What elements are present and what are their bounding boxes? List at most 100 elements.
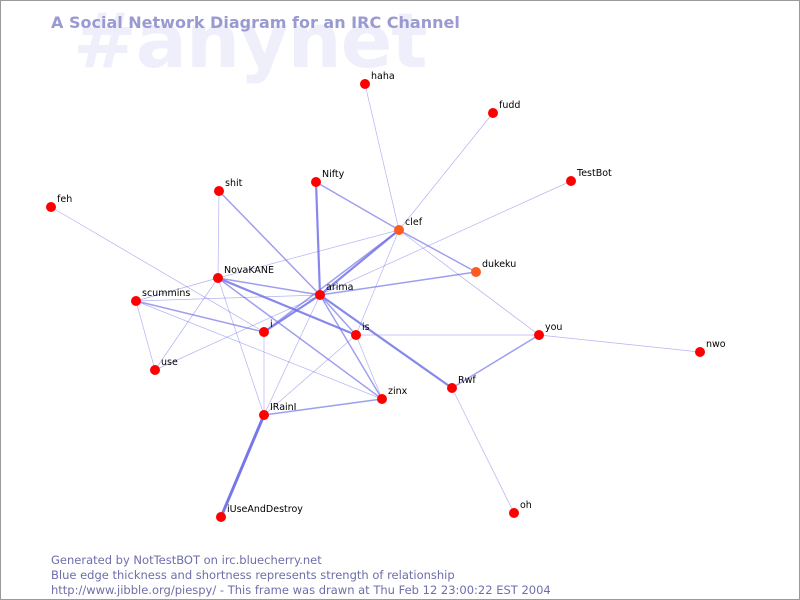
- node-dot-nwo: [695, 347, 705, 357]
- node-label-haha: haha: [371, 71, 395, 82]
- edge-NovaKANE-IRainI: [217, 277, 265, 416]
- node-label-clef: clef: [405, 217, 423, 228]
- node-dot-feh: [46, 202, 56, 212]
- node-dot-haha: [360, 79, 370, 89]
- edge-scummins-i: [135, 300, 265, 333]
- node-Nifty: Nifty: [311, 169, 345, 187]
- node-dot-iUseAndDestroy: [216, 512, 226, 522]
- footer-generated-by: Generated by NotTestBOT on irc.bluecherr…: [51, 553, 322, 567]
- node-you: you: [534, 322, 562, 340]
- node-i: i: [259, 319, 273, 337]
- edge-scummins-use: [135, 300, 156, 371]
- node-label-NovaKANE: NovaKANE: [224, 265, 274, 276]
- node-dot-clef: [394, 225, 404, 235]
- node-label-oh: oh: [520, 500, 532, 511]
- diagram-title: A Social Network Diagram for an IRC Chan…: [51, 13, 460, 32]
- edge-is-IRainI: [263, 334, 357, 416]
- node-NovaKANE: NovaKANE: [213, 265, 274, 283]
- node-dot-zinx: [377, 394, 387, 404]
- footer-legend-note: Blue edge thickness and shortness repres…: [51, 568, 455, 582]
- node-dot-fudd: [488, 108, 498, 118]
- edge-arima-Rwf: [318, 293, 454, 390]
- node-label-TestBot: TestBot: [576, 168, 612, 179]
- node-dot-Rwf: [447, 383, 457, 393]
- node-iUseAndDestroy: iUseAndDestroy: [216, 504, 303, 522]
- node-dot-you: [534, 330, 544, 340]
- edge-clef-is: [355, 229, 400, 336]
- node-label-is: is: [362, 322, 370, 333]
- node-label-fudd: fudd: [499, 100, 520, 111]
- edge-you-Rwf: [451, 334, 540, 389]
- node-dot-shit: [214, 186, 224, 196]
- node-dot-dukeku: [471, 267, 481, 277]
- node-Rwf: Rwf: [447, 375, 476, 393]
- node-label-i: i: [270, 319, 273, 330]
- node-fudd: fudd: [488, 100, 520, 118]
- node-dot-TestBot: [566, 176, 576, 186]
- node-dot-oh: [509, 508, 519, 518]
- node-label-iUseAndDestroy: iUseAndDestroy: [227, 504, 303, 515]
- node-label-feh: feh: [57, 194, 72, 205]
- edge-fudd-clef: [398, 112, 494, 231]
- edge-dukeku-arima: [319, 271, 477, 296]
- node-label-scummins: scummins: [142, 288, 190, 299]
- node-IRainI: IRainI: [259, 402, 296, 420]
- node-haha: haha: [360, 71, 395, 89]
- node-shit: shit: [214, 178, 243, 196]
- node-arima: arima: [315, 282, 353, 300]
- node-label-Rwf: Rwf: [458, 375, 476, 386]
- edge-arima-scummins: [135, 294, 321, 302]
- edge-IRainI-zinx: [263, 398, 383, 416]
- edge-clef-i: [263, 229, 400, 333]
- edge-NovaKANE-arima: [217, 277, 321, 296]
- edge-feh-i: [50, 206, 265, 333]
- node-dot-IRainI: [259, 410, 269, 420]
- node-dot-NovaKANE: [213, 273, 223, 283]
- edge-scummins-zinx: [135, 300, 383, 400]
- edge-arima-is: [319, 294, 357, 336]
- node-clef: clef: [394, 217, 423, 235]
- node-label-Nifty: Nifty: [322, 169, 345, 180]
- node-label-arima: arima: [326, 282, 353, 293]
- edge-clef-NovaKANE: [217, 229, 400, 279]
- edge-shit-arima: [218, 190, 321, 296]
- edge-Nifty-arima: [314, 180, 322, 297]
- edge-Rwf-oh: [451, 387, 515, 514]
- node-dot-is: [351, 330, 361, 340]
- edge-you-nwo: [538, 334, 701, 353]
- edge-NovaKANE-scummins: [135, 277, 219, 302]
- node-label-nwo: nwo: [706, 339, 726, 350]
- edge-clef-you: [398, 229, 540, 336]
- node-label-use: use: [161, 357, 178, 368]
- footer-info: Generated by NotTestBOT on irc.bluecherr…: [51, 553, 551, 598]
- footer-url-timestamp: http://www.jibble.org/piespy/ - This fra…: [51, 583, 551, 597]
- edge-clef-dukeku: [398, 229, 477, 273]
- node-feh: feh: [46, 194, 72, 212]
- edge-NovaKANE-is: [216, 276, 358, 337]
- node-dot-arima: [315, 290, 325, 300]
- edge-TestBot-arima: [319, 180, 572, 296]
- edge-arima-i: [262, 293, 322, 334]
- node-label-you: you: [545, 322, 562, 333]
- node-label-zinx: zinx: [388, 386, 408, 397]
- node-scummins: scummins: [131, 288, 190, 306]
- edge-arima-IRainI: [263, 294, 321, 416]
- node-label-dukeku: dukeku: [482, 259, 516, 270]
- edge-Nifty-clef: [315, 181, 400, 231]
- node-label-shit: shit: [225, 178, 243, 189]
- edge-is-zinx: [355, 334, 383, 400]
- node-use: use: [150, 357, 178, 375]
- channel-watermark: #anynet: [73, 0, 428, 85]
- edge-haha-clef: [364, 83, 400, 231]
- edge-layer: [50, 83, 701, 519]
- node-dot-use: [150, 365, 160, 375]
- node-TestBot: TestBot: [566, 168, 612, 186]
- node-dot-i: [259, 327, 269, 337]
- edge-shit-NovaKANE: [217, 190, 220, 279]
- node-dot-Nifty: [311, 177, 321, 187]
- node-dukeku: dukeku: [471, 259, 516, 277]
- node-dot-scummins: [131, 296, 141, 306]
